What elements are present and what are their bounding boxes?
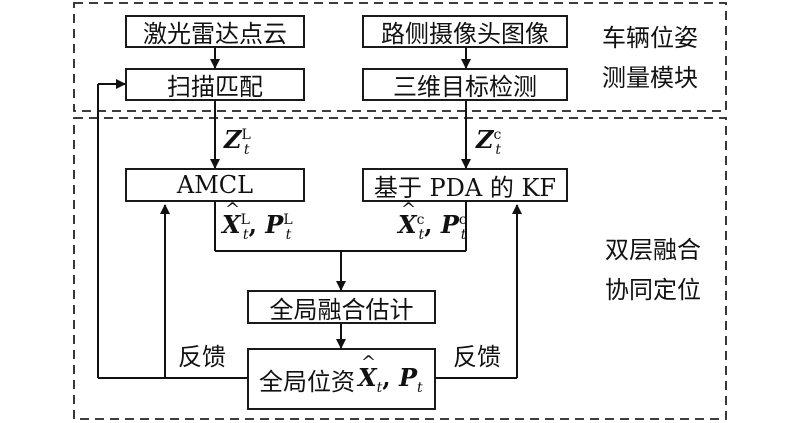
comma: ,	[248, 210, 257, 239]
p-symbol: P	[265, 210, 284, 239]
comma: ,	[382, 363, 391, 392]
sub-t: t	[460, 226, 467, 243]
x-hat-symbol: X	[358, 354, 377, 390]
sup-c: c	[458, 212, 467, 228]
amcl-output-symbol: XLt, PLt	[222, 201, 293, 243]
camera-image-box: 路侧摄像头图像	[362, 15, 568, 48]
global-pose-symbol: Xt, Pt	[358, 354, 423, 396]
sup-c: c	[416, 212, 425, 228]
comma: ,	[424, 210, 433, 239]
feedback-label-left: 反馈	[178, 343, 226, 371]
p-symbol: P	[440, 210, 459, 239]
amcl-box: AMCL	[125, 168, 305, 202]
sub-t: t	[376, 379, 383, 396]
global-pose-box: 全局位资	[247, 348, 436, 410]
sup-l: L	[283, 212, 293, 228]
feedback-label-right: 反馈	[453, 343, 501, 371]
measurement-module-border	[73, 2, 727, 112]
fusion-module-label: 双层融合 协同定位	[605, 230, 701, 310]
pda-kf-box: 基于 PDA 的 KF	[362, 168, 568, 202]
z-symbol: Z	[224, 125, 242, 154]
sup-l: L	[241, 127, 251, 143]
fusion-module-line2: 协同定位	[605, 276, 701, 304]
scan-matching-box: 扫描匹配	[125, 68, 305, 101]
x-hat-symbol: X	[398, 201, 417, 237]
sub-t: t	[285, 226, 292, 243]
measurement-module-line1: 车辆位姿	[602, 24, 698, 52]
3d-detection-box: 三维目标检测	[362, 68, 568, 101]
lidar-measurement-symbol: ZLt	[224, 125, 251, 158]
fusion-module-border	[73, 117, 727, 420]
camera-measurement-symbol: Zct	[476, 128, 501, 157]
fusion-module-line1: 双层融合	[605, 236, 701, 264]
sub-t: t	[242, 226, 249, 243]
measurement-module-label: 车辆位姿 测量模块	[602, 18, 698, 98]
z-symbol: Z	[476, 125, 494, 154]
lidar-pointcloud-box: 激光雷达点云	[125, 15, 305, 48]
sub-t: t	[417, 379, 423, 396]
global-pose-label: 全局位资	[259, 367, 355, 396]
sub-t: t	[495, 141, 502, 158]
sub-t: t	[418, 226, 425, 243]
kf-output-symbol: Xct, Pct	[398, 201, 467, 243]
sup-l: L	[240, 212, 250, 228]
x-hat-symbol: X	[222, 201, 241, 237]
measurement-module-line2: 测量模块	[602, 64, 698, 92]
global-fusion-box: 全局融合估计	[247, 290, 436, 324]
p-symbol: P	[398, 363, 418, 392]
sup-c: c	[493, 127, 502, 143]
sub-t: t	[243, 141, 250, 158]
